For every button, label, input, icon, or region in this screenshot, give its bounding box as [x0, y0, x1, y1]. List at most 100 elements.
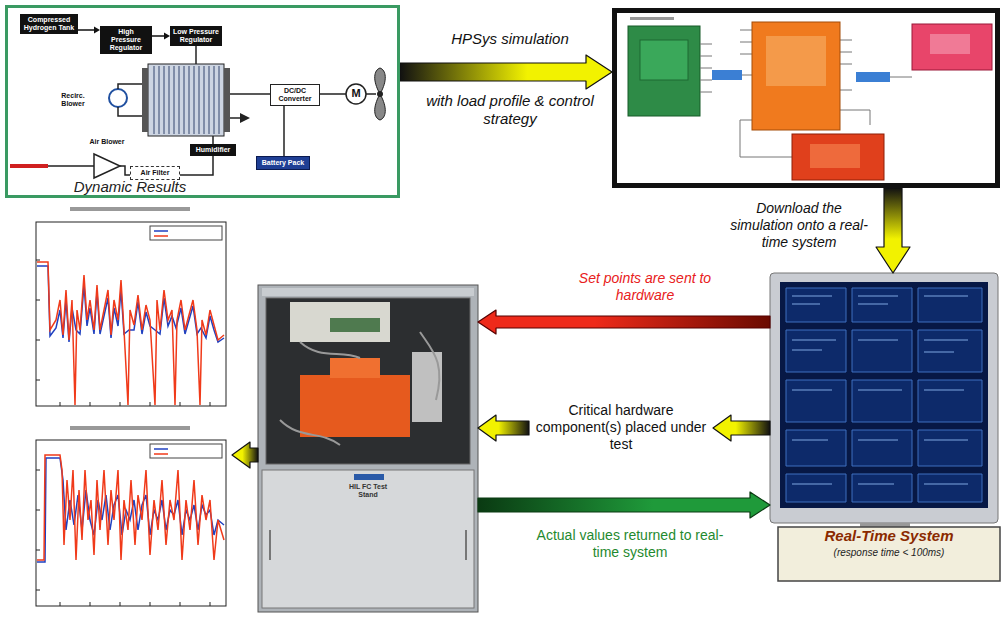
flow-arrow	[876, 188, 910, 273]
edge-label: Critical hardware component(s) placed un…	[535, 402, 707, 452]
sim-block-inner	[930, 34, 970, 54]
end-plate	[224, 68, 230, 132]
screen-lines	[792, 296, 968, 484]
propeller	[375, 68, 386, 120]
cables	[280, 332, 439, 445]
sim-bus	[856, 72, 890, 82]
sim-block-inner	[810, 144, 860, 168]
node-title: Low Pressure Regulator	[173, 28, 219, 44]
node-title: Battery Pack	[260, 159, 306, 167]
test-stand-cabinet	[258, 285, 478, 612]
air-inlet	[10, 164, 48, 168]
screen-windows	[786, 288, 982, 502]
flow-arrow	[478, 492, 770, 518]
fuel-cell-hardware	[300, 375, 410, 437]
component-box: Humidifier	[190, 144, 236, 156]
circuit-board	[330, 318, 380, 332]
block-title	[630, 17, 674, 20]
battery-wire	[283, 104, 285, 156]
component-box: High Pressure Regulator	[100, 26, 152, 54]
node-title: Humidifier	[193, 146, 233, 154]
computer-base	[778, 527, 1000, 581]
cabinet-window	[266, 298, 470, 464]
motor-symbol	[346, 84, 366, 104]
component-box: DC/DC Converter	[270, 84, 320, 106]
sim-bus	[712, 70, 742, 80]
recirc-blower-symbol	[109, 89, 127, 107]
legend-line-blue	[154, 448, 168, 450]
end-plate	[142, 68, 148, 132]
legend-line-blue	[154, 230, 168, 232]
arrow-shape	[713, 415, 770, 441]
sim-block-inner	[640, 40, 688, 80]
annotation-label: with load profile & control strategy	[420, 92, 600, 128]
real-time-system: Real-Time System(response time < 100ms)	[770, 273, 1000, 582]
power-wire	[230, 93, 270, 95]
chart-legend-box	[150, 226, 222, 240]
fuel-cell-hardware	[330, 358, 380, 378]
flow-arrow	[478, 310, 770, 334]
component-box: Air Filter	[130, 166, 180, 180]
node-title: High Pressure Regulator	[103, 28, 149, 52]
arrow-shape	[478, 415, 529, 441]
arrow-shape	[478, 492, 770, 518]
legend-line-red	[154, 235, 168, 237]
propeller-hub	[377, 91, 383, 97]
arrow-shape	[876, 188, 910, 273]
recirc-pipe	[118, 84, 142, 116]
edge-label: Set points are sent to hardware	[570, 270, 720, 304]
chart-line-red	[37, 455, 224, 560]
valve-symbol	[240, 113, 250, 123]
node-title: HIL FC Test Stand	[344, 483, 392, 499]
door-handles	[270, 530, 466, 560]
monitor-screen	[780, 282, 988, 508]
chart-title	[70, 207, 190, 211]
results-panel: Dynamic Results	[28, 178, 232, 612]
sim-block	[628, 26, 700, 116]
sim-block	[912, 24, 992, 70]
chart-frame	[36, 440, 226, 606]
arrow-shape	[232, 442, 258, 468]
cabinet-top	[262, 288, 474, 296]
node-title: Air Filter	[134, 169, 176, 177]
real-time-computer	[770, 273, 1000, 581]
edge-label: Actual values returned to real-time syst…	[525, 527, 735, 561]
arrow-shape	[478, 310, 770, 334]
flow-arrow	[400, 55, 612, 89]
air-blower-symbol	[94, 154, 120, 178]
sim-block	[792, 134, 884, 180]
node-title: Dynamic Results	[28, 178, 232, 196]
chart-line-red	[37, 262, 224, 405]
chart-title	[70, 426, 190, 430]
monitor-bezel	[770, 273, 998, 523]
fuel-cell-stack	[148, 64, 224, 136]
arrow-shape	[400, 55, 612, 89]
simulation-panel	[612, 8, 1000, 188]
battery-box: Battery Pack	[256, 156, 310, 170]
edge-label: Download the simulation onto a real-time…	[728, 200, 870, 250]
logo	[354, 474, 384, 480]
node-subtitle: (response time < 100ms)	[782, 547, 996, 559]
schematic-drawing	[10, 42, 385, 178]
annotation-label: Air Blower	[82, 138, 132, 146]
chart-frame	[36, 222, 226, 406]
component-box: Compressed Hydrogen Tank	[20, 14, 78, 34]
exhaust-pipe	[230, 117, 240, 119]
sim-block	[752, 22, 840, 130]
chart-legend-box	[150, 444, 222, 458]
stack-cells	[154, 66, 219, 134]
result-charts	[36, 207, 226, 606]
pipe-connector	[152, 33, 170, 40]
simulation-screenshot	[628, 17, 992, 180]
annotation-label: M	[350, 87, 362, 100]
legend-line-red	[154, 453, 168, 455]
annotation-label: Recirc. Blower	[50, 92, 96, 109]
electronics-board	[290, 302, 390, 342]
node-title: DC/DC Converter	[274, 87, 316, 103]
sim-block-inner	[766, 36, 826, 86]
test-stand: HIL FC Test Stand	[258, 285, 478, 612]
flow-arrow	[232, 442, 258, 468]
edge-label: HPSys simulation	[420, 30, 600, 48]
node-title: Compressed Hydrogen Tank	[23, 16, 75, 32]
